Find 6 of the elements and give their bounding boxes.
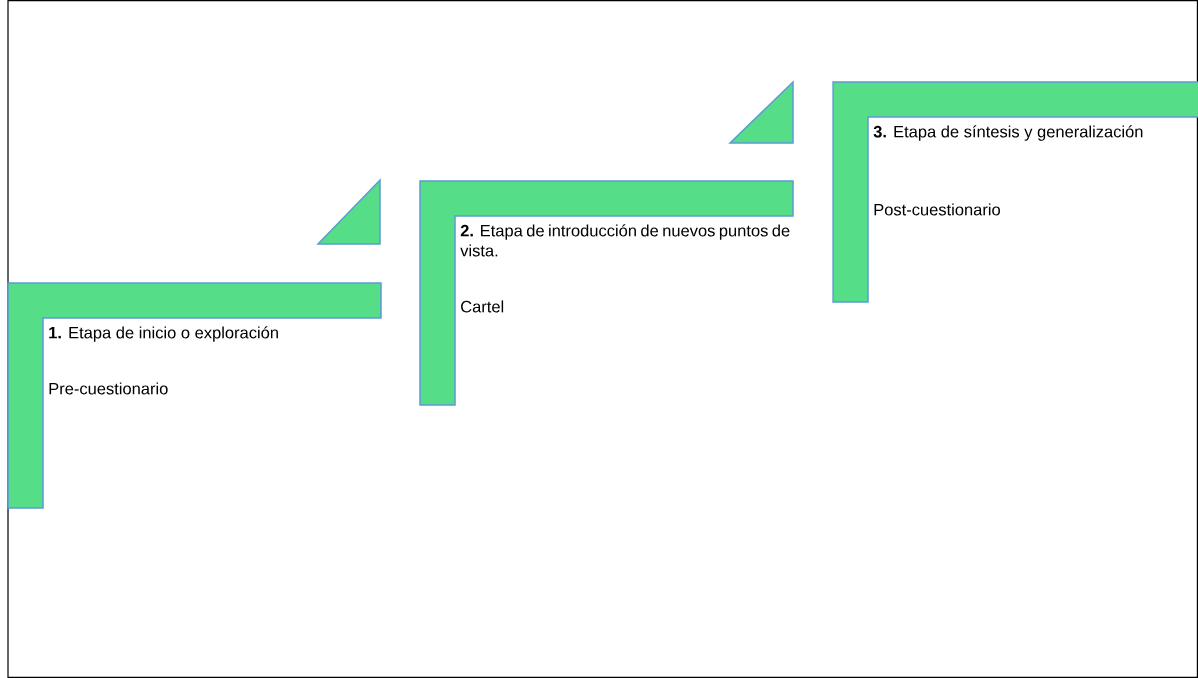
- step-heading: 3. Etapa de síntesis y generalización: [873, 125, 1143, 141]
- step-heading: 2. Etapa de introducción de nuevos puntos de vista.: [460, 224, 790, 257]
- step-detail: Post-cuestionario: [874, 203, 1000, 216]
- step-detail: Cartel: [461, 300, 504, 313]
- step-heading: 1. Etapa de inicio o exploración: [49, 326, 278, 342]
- step-detail: Pre-cuestionario: [49, 382, 168, 395]
